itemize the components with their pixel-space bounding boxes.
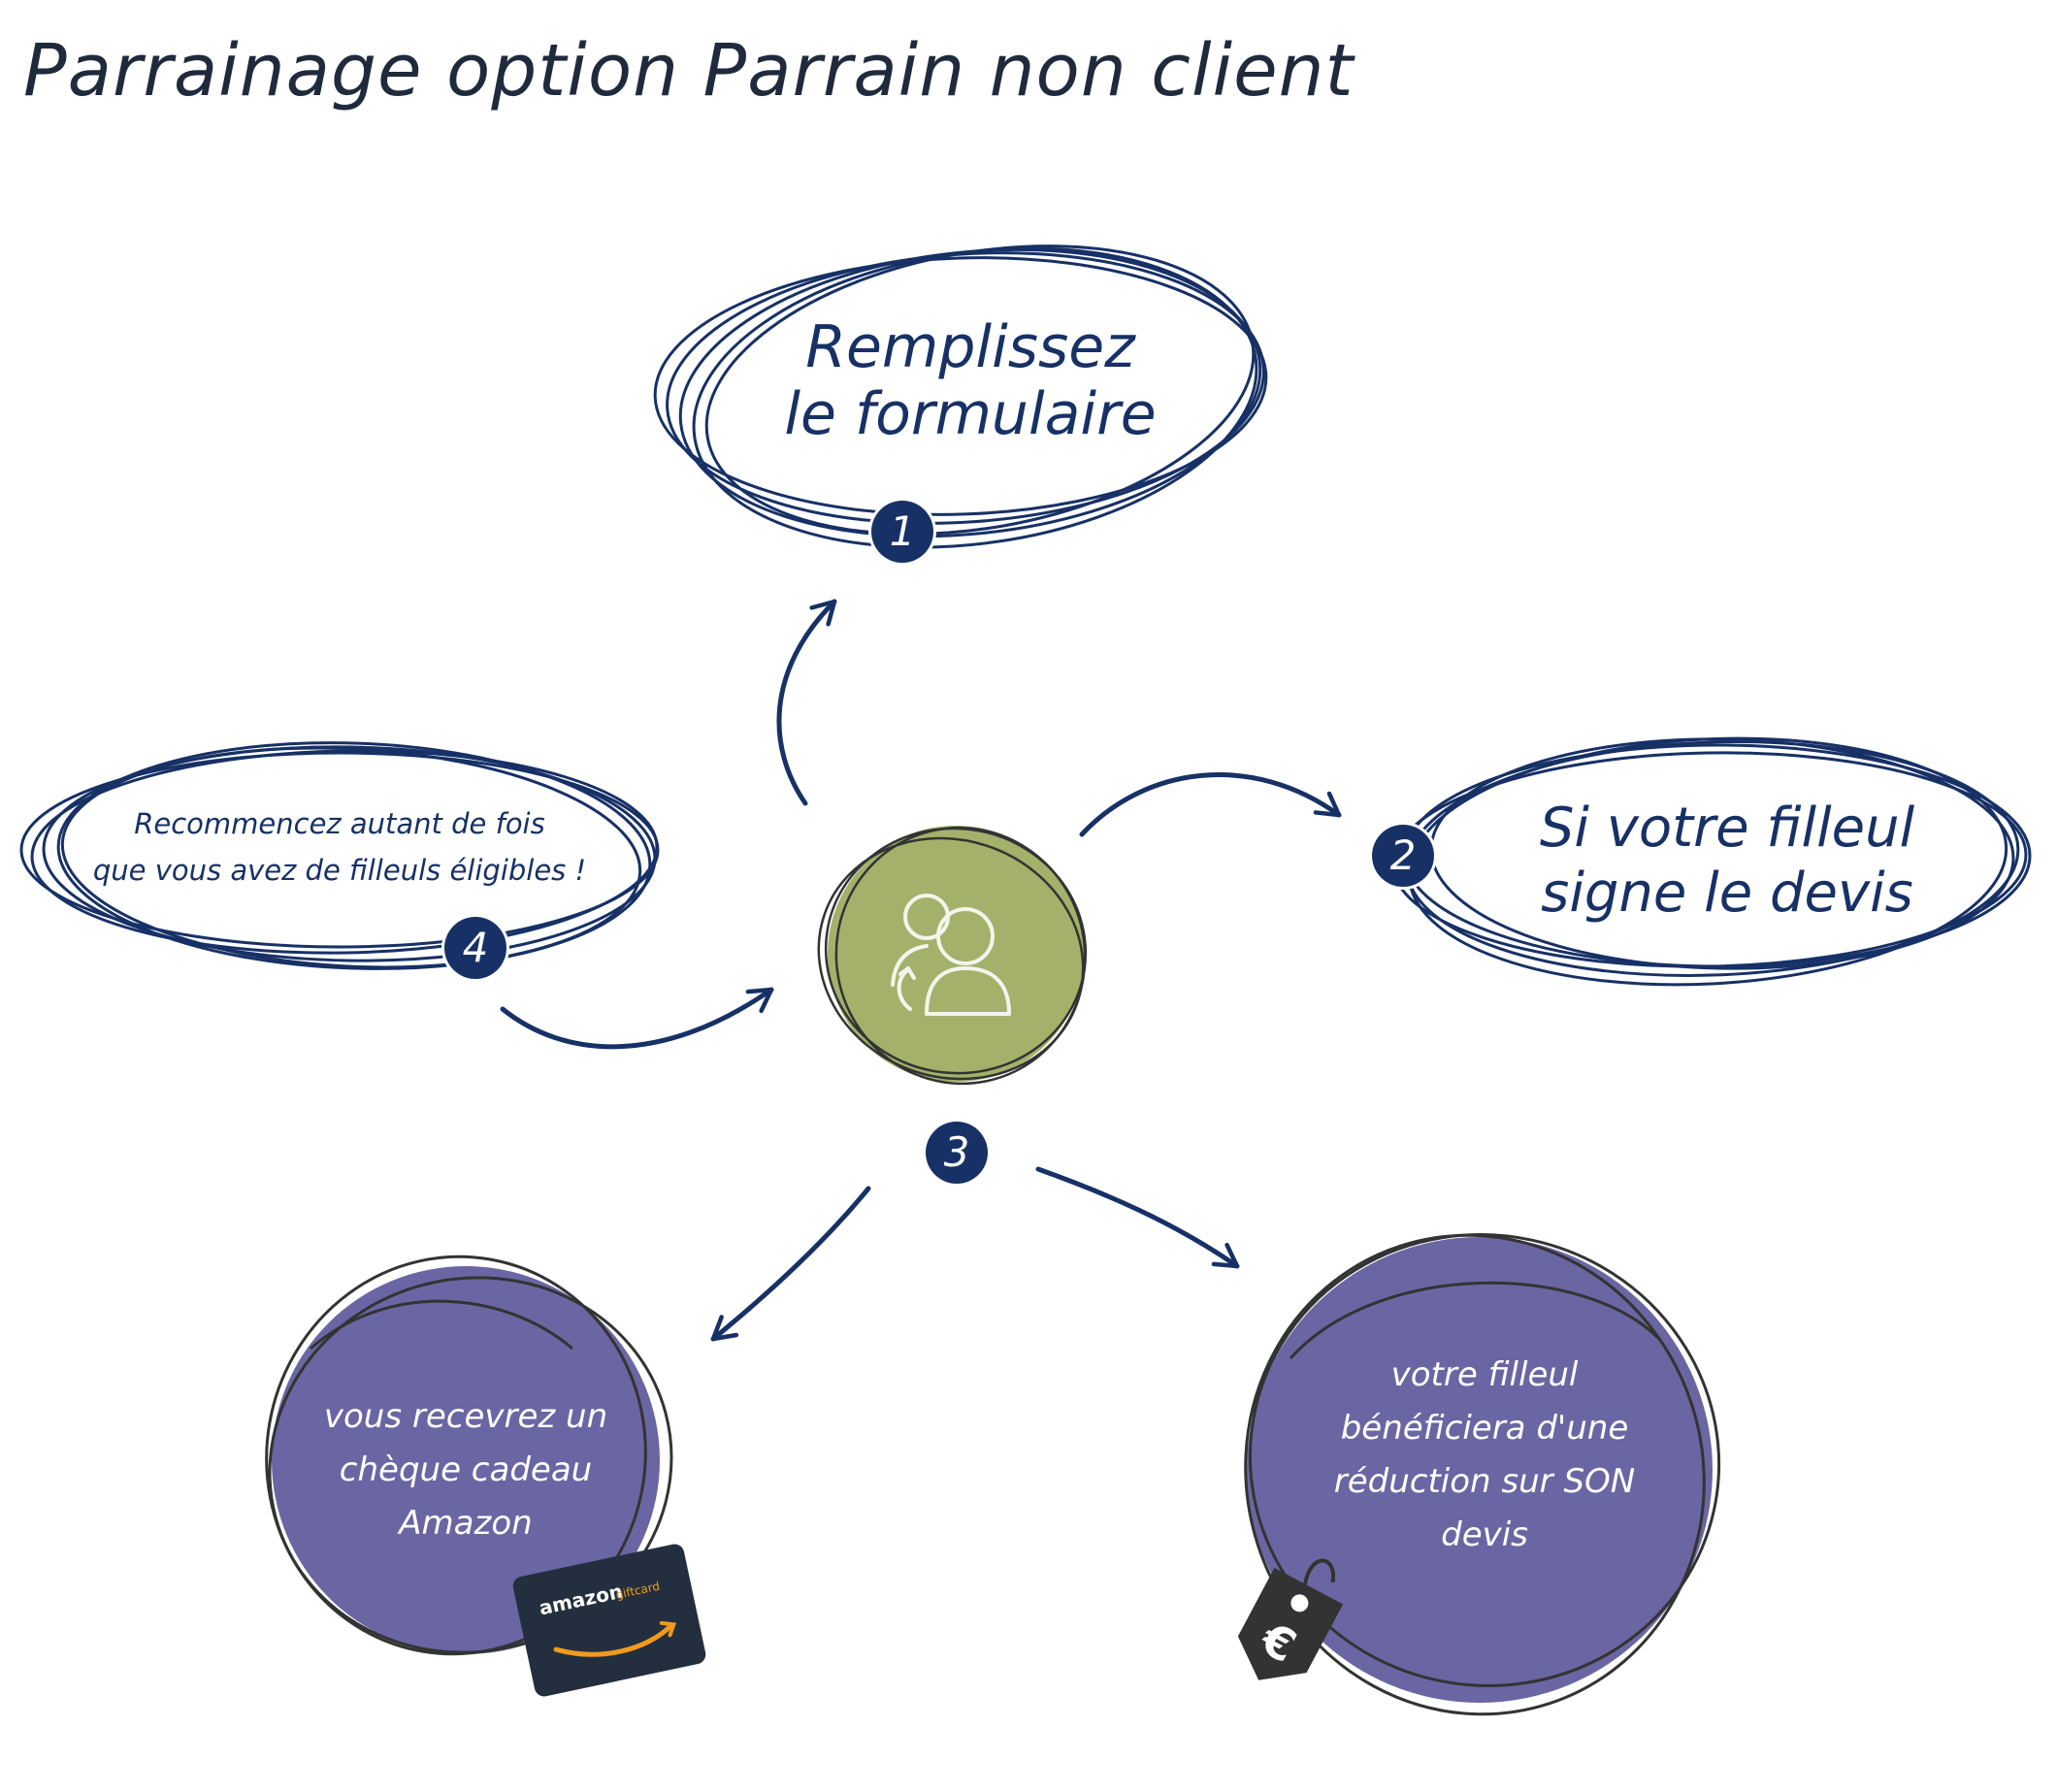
gift-reward-label: vous recevrez un chèque cadeau Amazon [291,1390,640,1550]
discount-reward-label: votre filleul bénéficiera d'une réductio… [1290,1349,1679,1562]
discount-reward-line3: réduction sur SON [1333,1462,1636,1502]
euro-price-tag-icon: € [1237,1558,1344,1680]
page-title: Parrainage option Parrain non client [23,29,1355,113]
arrow-step4-to-center [500,987,774,1050]
arrow-to-gift-reward [710,1186,871,1342]
arrow-to-step2 [1079,772,1342,837]
discount-reward-line2: bénéficiera d'une [1340,1409,1629,1449]
step2-label: Si votre filleul signe le devis [1446,796,2008,926]
step4-line2: que vous avez de filleuls éligibles ! [92,853,587,887]
step3-badge: 3 [926,1122,988,1184]
center-circle [817,826,1088,1086]
gift-reward-line2: chèque cadeau [339,1450,593,1490]
step4-label: Recommencez autant de fois que vous avez… [87,801,592,895]
step1-badge: 1 [871,501,933,563]
discount-reward-line1: votre filleul [1390,1355,1579,1394]
arrow-to-discount-reward [1035,1166,1240,1269]
step1-ellipse [653,244,1268,549]
step4-line1: Recommencez autant de fois [134,807,545,840]
step1-line2: le formulaire [784,380,1157,448]
step2-line2: signe le devis [1541,862,1913,926]
amazon-giftcard-icon: amazon giftcard [512,1544,706,1697]
step2-line1: Si votre filleul [1539,797,1915,860]
step1-line1: Remplissez [805,313,1135,381]
users-referral-icon [891,894,1011,1016]
step1-label: Remplissez le formulaire [718,314,1223,448]
discount-reward-circle [1244,1233,1721,1716]
arrow-to-step1 [776,599,837,806]
step4-ellipse [19,741,660,970]
gift-reward-line1: vous recevrez un [323,1397,608,1436]
step2-badge: 2 [1372,825,1434,887]
gift-reward-circle [265,1254,673,1656]
step4-badge: 4 [444,917,506,979]
discount-reward-line4: devis [1441,1515,1528,1555]
gift-reward-line3: Amazon [399,1504,533,1544]
